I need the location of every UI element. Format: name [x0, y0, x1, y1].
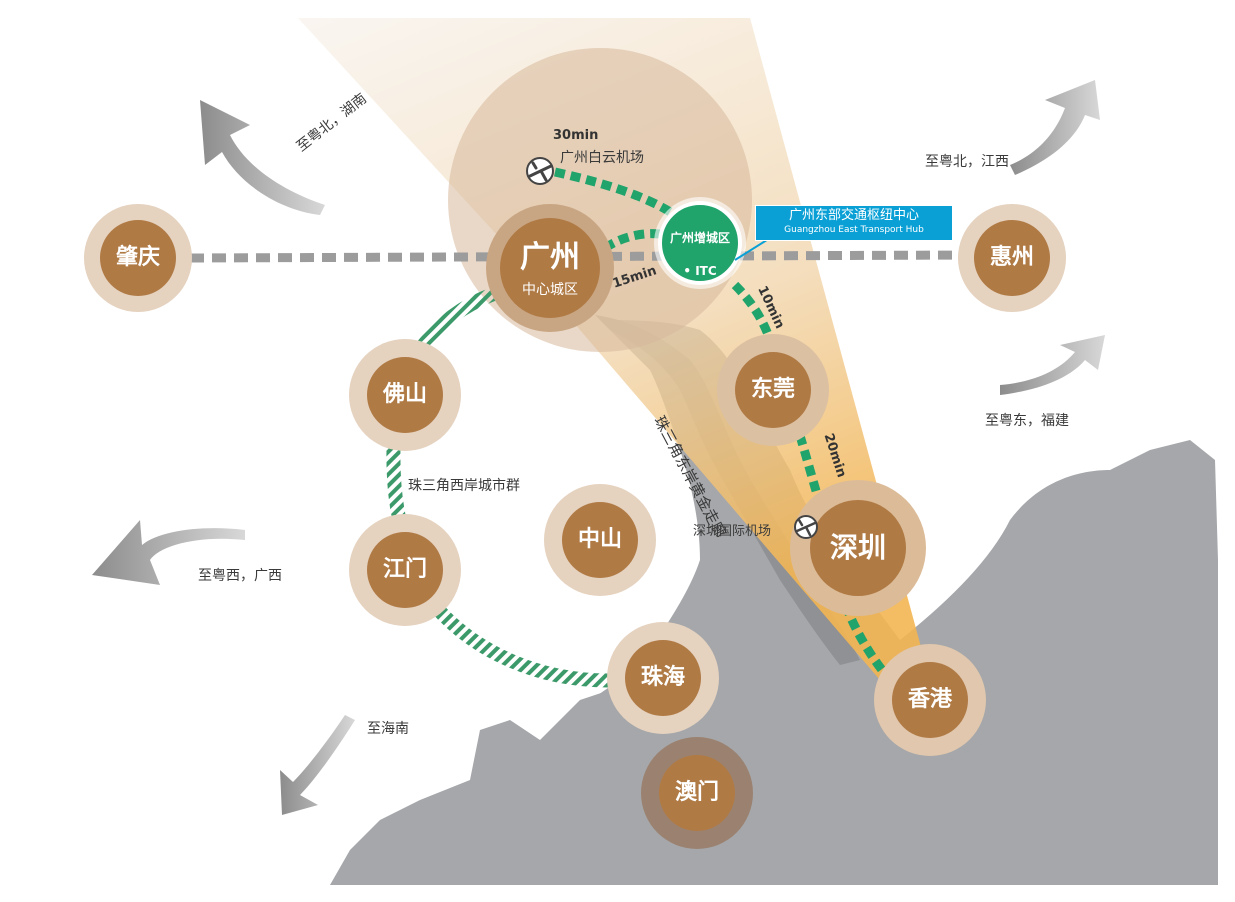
- city-label-zhaoqing: 肇庆: [115, 245, 161, 270]
- city-label-macau: 澳门: [674, 780, 720, 805]
- itc-callout-box: 广州东部交通枢纽中心 Guangzhou East Transport Hub: [755, 205, 953, 241]
- direction-label-west: 至粤西，广西: [198, 568, 282, 584]
- jiangmen-disc: [367, 532, 443, 608]
- airport-label-shenzhen: 深圳国际机场: [693, 524, 772, 539]
- itc-callout-line: [734, 237, 771, 261]
- direction-label-east: 至粤东，福建: [985, 413, 1069, 429]
- itc-title-zh: 广州东部交通枢纽中心: [788, 208, 919, 223]
- city-label-jiangmen: 江门: [382, 557, 428, 582]
- itc-code-label: • ITC: [683, 264, 717, 278]
- city-label-shenzhen: 深圳: [829, 531, 887, 564]
- guangzhou-disc: [500, 218, 600, 318]
- hongkong-disc: [892, 662, 968, 738]
- arrow-icon-south: [280, 715, 355, 815]
- route-dongguan: [731, 281, 780, 361]
- route-hongkong: [835, 588, 894, 683]
- dongguan-disc: [735, 352, 811, 428]
- city-label-dongguan: 东莞: [750, 377, 796, 402]
- route-shenzhen: [790, 418, 830, 522]
- city-label-hongkong: 香港: [907, 687, 953, 712]
- city-label-huizhou: 惠州: [989, 245, 1035, 270]
- itc-hub-disc: [658, 201, 742, 285]
- huizhou-disc: [974, 220, 1050, 296]
- corridor-label-west: 珠三角西岸城市群: [408, 478, 520, 494]
- direction-label-northeast: 至粤北，江西: [925, 154, 1009, 170]
- airport-label-baiyun: 广州白云机场: [560, 150, 644, 166]
- arrow-icon-northwest: [200, 100, 325, 215]
- arrow-icon-west: [92, 520, 245, 585]
- zhuhai-disc: [625, 640, 701, 716]
- zhaoqing-disc: [100, 220, 176, 296]
- airplane-icon-baiyun: [526, 157, 554, 185]
- direction-label-south: 至海南: [367, 721, 409, 737]
- city-sublabel-guangzhou: 中心城区: [522, 282, 578, 298]
- city-label-foshan: 佛山: [382, 382, 428, 407]
- shenzhen-disc: [810, 500, 906, 596]
- city-label-zhuhai: 珠海: [640, 665, 686, 690]
- city-label-zhongshan: 中山: [577, 527, 623, 552]
- macau-disc: [659, 755, 735, 831]
- arrow-icon-east: [1000, 335, 1105, 395]
- city-label-guangzhou: 广州: [520, 240, 580, 275]
- land-coast-detail: [330, 590, 1218, 885]
- city-markers: [84, 204, 1066, 849]
- route-baiyun: [554, 167, 678, 219]
- itc-district-label: 广州增城区: [669, 231, 731, 245]
- zhongshan-disc: [562, 502, 638, 578]
- arrow-icon-northeast: [1010, 80, 1100, 175]
- itc-title-en: Guangzhou East Transport Hub: [784, 225, 924, 235]
- airplane-icon-shenzhen: [794, 515, 818, 539]
- time-baiyun: 30min: [553, 128, 599, 143]
- foshan-disc: [367, 357, 443, 433]
